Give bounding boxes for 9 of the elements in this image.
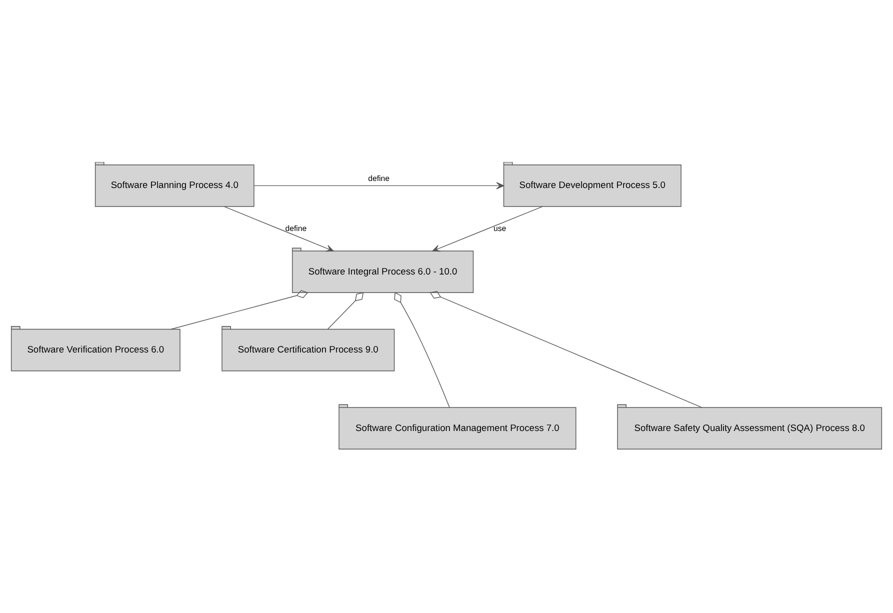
connector	[328, 292, 364, 329]
connector	[394, 292, 450, 408]
arrow	[432, 206, 543, 252]
connector	[430, 290, 702, 408]
edge-label: use	[493, 223, 506, 232]
arrow	[254, 182, 504, 189]
edge-label: define	[285, 223, 307, 232]
edge-label: define	[368, 174, 390, 183]
arrow	[224, 206, 334, 252]
